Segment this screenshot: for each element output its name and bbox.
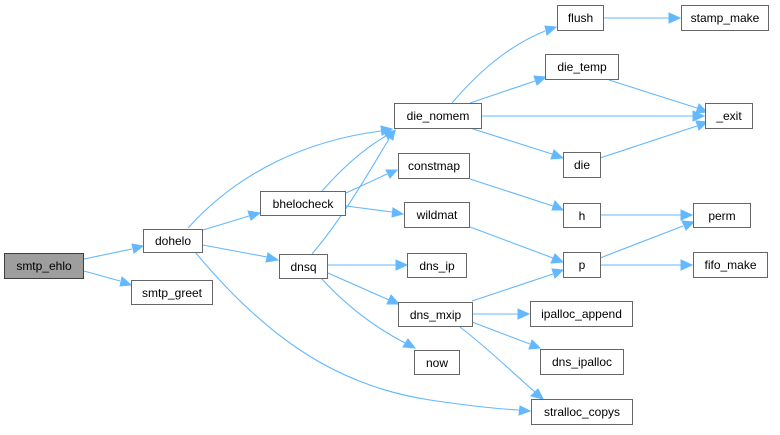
arrow-bhelocheck-wildmat — [391, 207, 405, 218]
arrow-die_nomem-die — [550, 149, 565, 160]
arrow-dohelo-bhelocheck — [247, 210, 262, 221]
arrow-h-perm — [680, 209, 694, 221]
edge-dns_mxip-p — [471, 273, 554, 302]
edge-dohelo-die_nomem — [187, 130, 382, 229]
arrow-dns_mxip-p — [551, 268, 565, 279]
node-flush[interactable]: flush — [557, 5, 604, 31]
node-h[interactable]: h — [563, 203, 601, 228]
arrow-wildmat-p — [550, 253, 565, 264]
arrow-dohelo-dnsq — [265, 252, 280, 263]
arrow-smtp_ehlo-smtp_greet — [119, 276, 133, 287]
edge-p-perm — [599, 225, 684, 259]
node-dns_ip[interactable]: dns_ip — [407, 253, 467, 278]
edge-bhelocheck-constmap — [345, 173, 388, 194]
edge-die_nomem-die — [469, 127, 553, 155]
node-dns_ipalloc[interactable]: dns_ipalloc — [540, 349, 624, 375]
node-die_temp[interactable]: die_temp — [545, 54, 619, 80]
arrow-dns_mxip-dns_ipalloc — [528, 339, 542, 350]
node-fifo_make[interactable]: fifo_make — [693, 252, 768, 278]
node-dnsq[interactable]: dnsq — [279, 254, 328, 279]
arrow-bhelocheck-constmap — [385, 169, 399, 179]
node-smtp_greet[interactable]: smtp_greet — [131, 280, 213, 305]
edge-wildmat-p — [469, 226, 554, 259]
edge-smtp_ehlo-smtp_greet — [83, 270, 121, 282]
edge-dns_mxip-stralloc_copys — [459, 326, 536, 393]
arrow-dns_mxip-stralloc_copys — [530, 388, 544, 400]
edge-bhelocheck-die_nomem — [321, 135, 387, 192]
edge-bhelocheck-wildmat — [345, 205, 393, 213]
edge-dohelo-dnsq — [202, 244, 268, 258]
edge-dnsq-now — [319, 276, 406, 344]
edge-dohelo-bhelocheck — [202, 215, 250, 231]
node-die[interactable]: die — [563, 152, 601, 178]
arrow-constmap-h — [551, 200, 565, 211]
node-ipalloc_append[interactable]: ipalloc_append — [530, 301, 633, 327]
node-constmap[interactable]: constmap — [398, 153, 470, 179]
edge-die-_exit — [599, 125, 698, 159]
edge-smtp_ehlo-dohelo — [83, 248, 133, 260]
node-now[interactable]: now — [414, 350, 460, 375]
edge-constmap-h — [469, 178, 554, 207]
arrow-p-fifo_make — [680, 259, 694, 271]
arrow-flush-stamp_make — [668, 12, 682, 24]
arrow-dnsq-die_nomem — [383, 129, 396, 141]
arrow-smtp_ehlo-dohelo — [131, 243, 145, 254]
edge-die_nomem-flush — [451, 30, 546, 104]
arrow-die_nomem-die_temp — [533, 75, 548, 86]
edge-dnsq-die_nomem — [311, 138, 390, 255]
edge-die_nomem-die_temp — [469, 80, 536, 104]
arrow-die_temp-_exit — [695, 103, 709, 114]
arrow-dohelo-stralloc_copys — [518, 405, 532, 416]
arrow-die_nomem-flush — [544, 25, 558, 36]
node-die_nomem[interactable]: die_nomem — [394, 103, 482, 129]
edge-dns_mxip-dns_ipalloc — [471, 321, 531, 345]
node-stralloc_copys[interactable]: stralloc_copys — [531, 399, 633, 425]
node-stamp_make[interactable]: stamp_make — [681, 5, 769, 31]
arrow-dnsq-dns_mxip — [386, 294, 401, 305]
arrow-p-perm — [681, 220, 696, 231]
node-_exit[interactable]: _exit — [705, 103, 753, 129]
arrow-dns_mxip-ipalloc_append — [517, 308, 531, 320]
node-dohelo[interactable]: dohelo — [143, 229, 203, 253]
node-wildmat[interactable]: wildmat — [404, 202, 470, 228]
arrow-die-_exit — [695, 120, 709, 131]
node-dns_mxip[interactable]: dns_mxip — [398, 302, 473, 327]
node-perm[interactable]: perm — [693, 203, 751, 228]
arrow-dnsq-now — [402, 338, 417, 349]
edge-die_temp-_exit — [608, 79, 698, 109]
arrow-dnsq-dns_ip — [395, 259, 409, 271]
node-p[interactable]: p — [563, 252, 601, 278]
node-bhelocheck[interactable]: bhelocheck — [260, 191, 346, 216]
edge-dohelo-stralloc_copys — [194, 251, 520, 411]
node-smtp_ehlo[interactable]: smtp_ehlo — [4, 253, 84, 279]
edge-dnsq-dns_mxip — [327, 272, 390, 301]
